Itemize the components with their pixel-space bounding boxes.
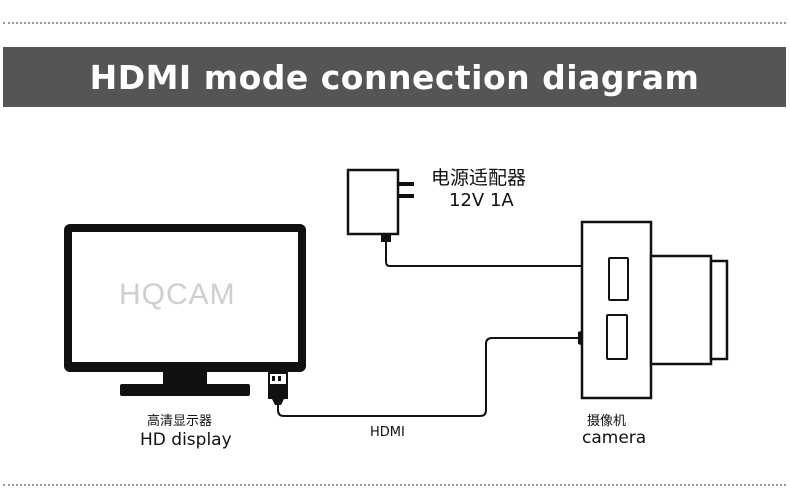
top-dotted-divider bbox=[3, 22, 786, 24]
power-adapter-label-en: 12V 1A bbox=[449, 190, 514, 211]
power-adapter-icon bbox=[346, 168, 414, 242]
camera-icon bbox=[580, 220, 729, 400]
power-adapter-label-cn: 电源适配器 bbox=[431, 167, 527, 189]
camera-label-cn: 摄像机 bbox=[587, 414, 627, 429]
hdmi-plug-display-icon bbox=[268, 372, 288, 405]
hd-display-icon bbox=[64, 224, 306, 396]
camera-label-en: camera bbox=[582, 428, 647, 448]
hdmi-cable-label: HDMI bbox=[370, 425, 405, 440]
diagram-title: HDMI mode connection diagram bbox=[89, 57, 700, 97]
hdmi-cable bbox=[277, 337, 578, 417]
screen-watermark: HQCAM bbox=[119, 278, 236, 311]
display-label-cn: 高清显示器 bbox=[147, 414, 213, 429]
bottom-dotted-divider bbox=[3, 484, 786, 486]
power-cable bbox=[385, 242, 582, 267]
display-label-en: HD display bbox=[140, 430, 232, 450]
title-banner: HDMI mode connection diagram bbox=[3, 47, 786, 107]
